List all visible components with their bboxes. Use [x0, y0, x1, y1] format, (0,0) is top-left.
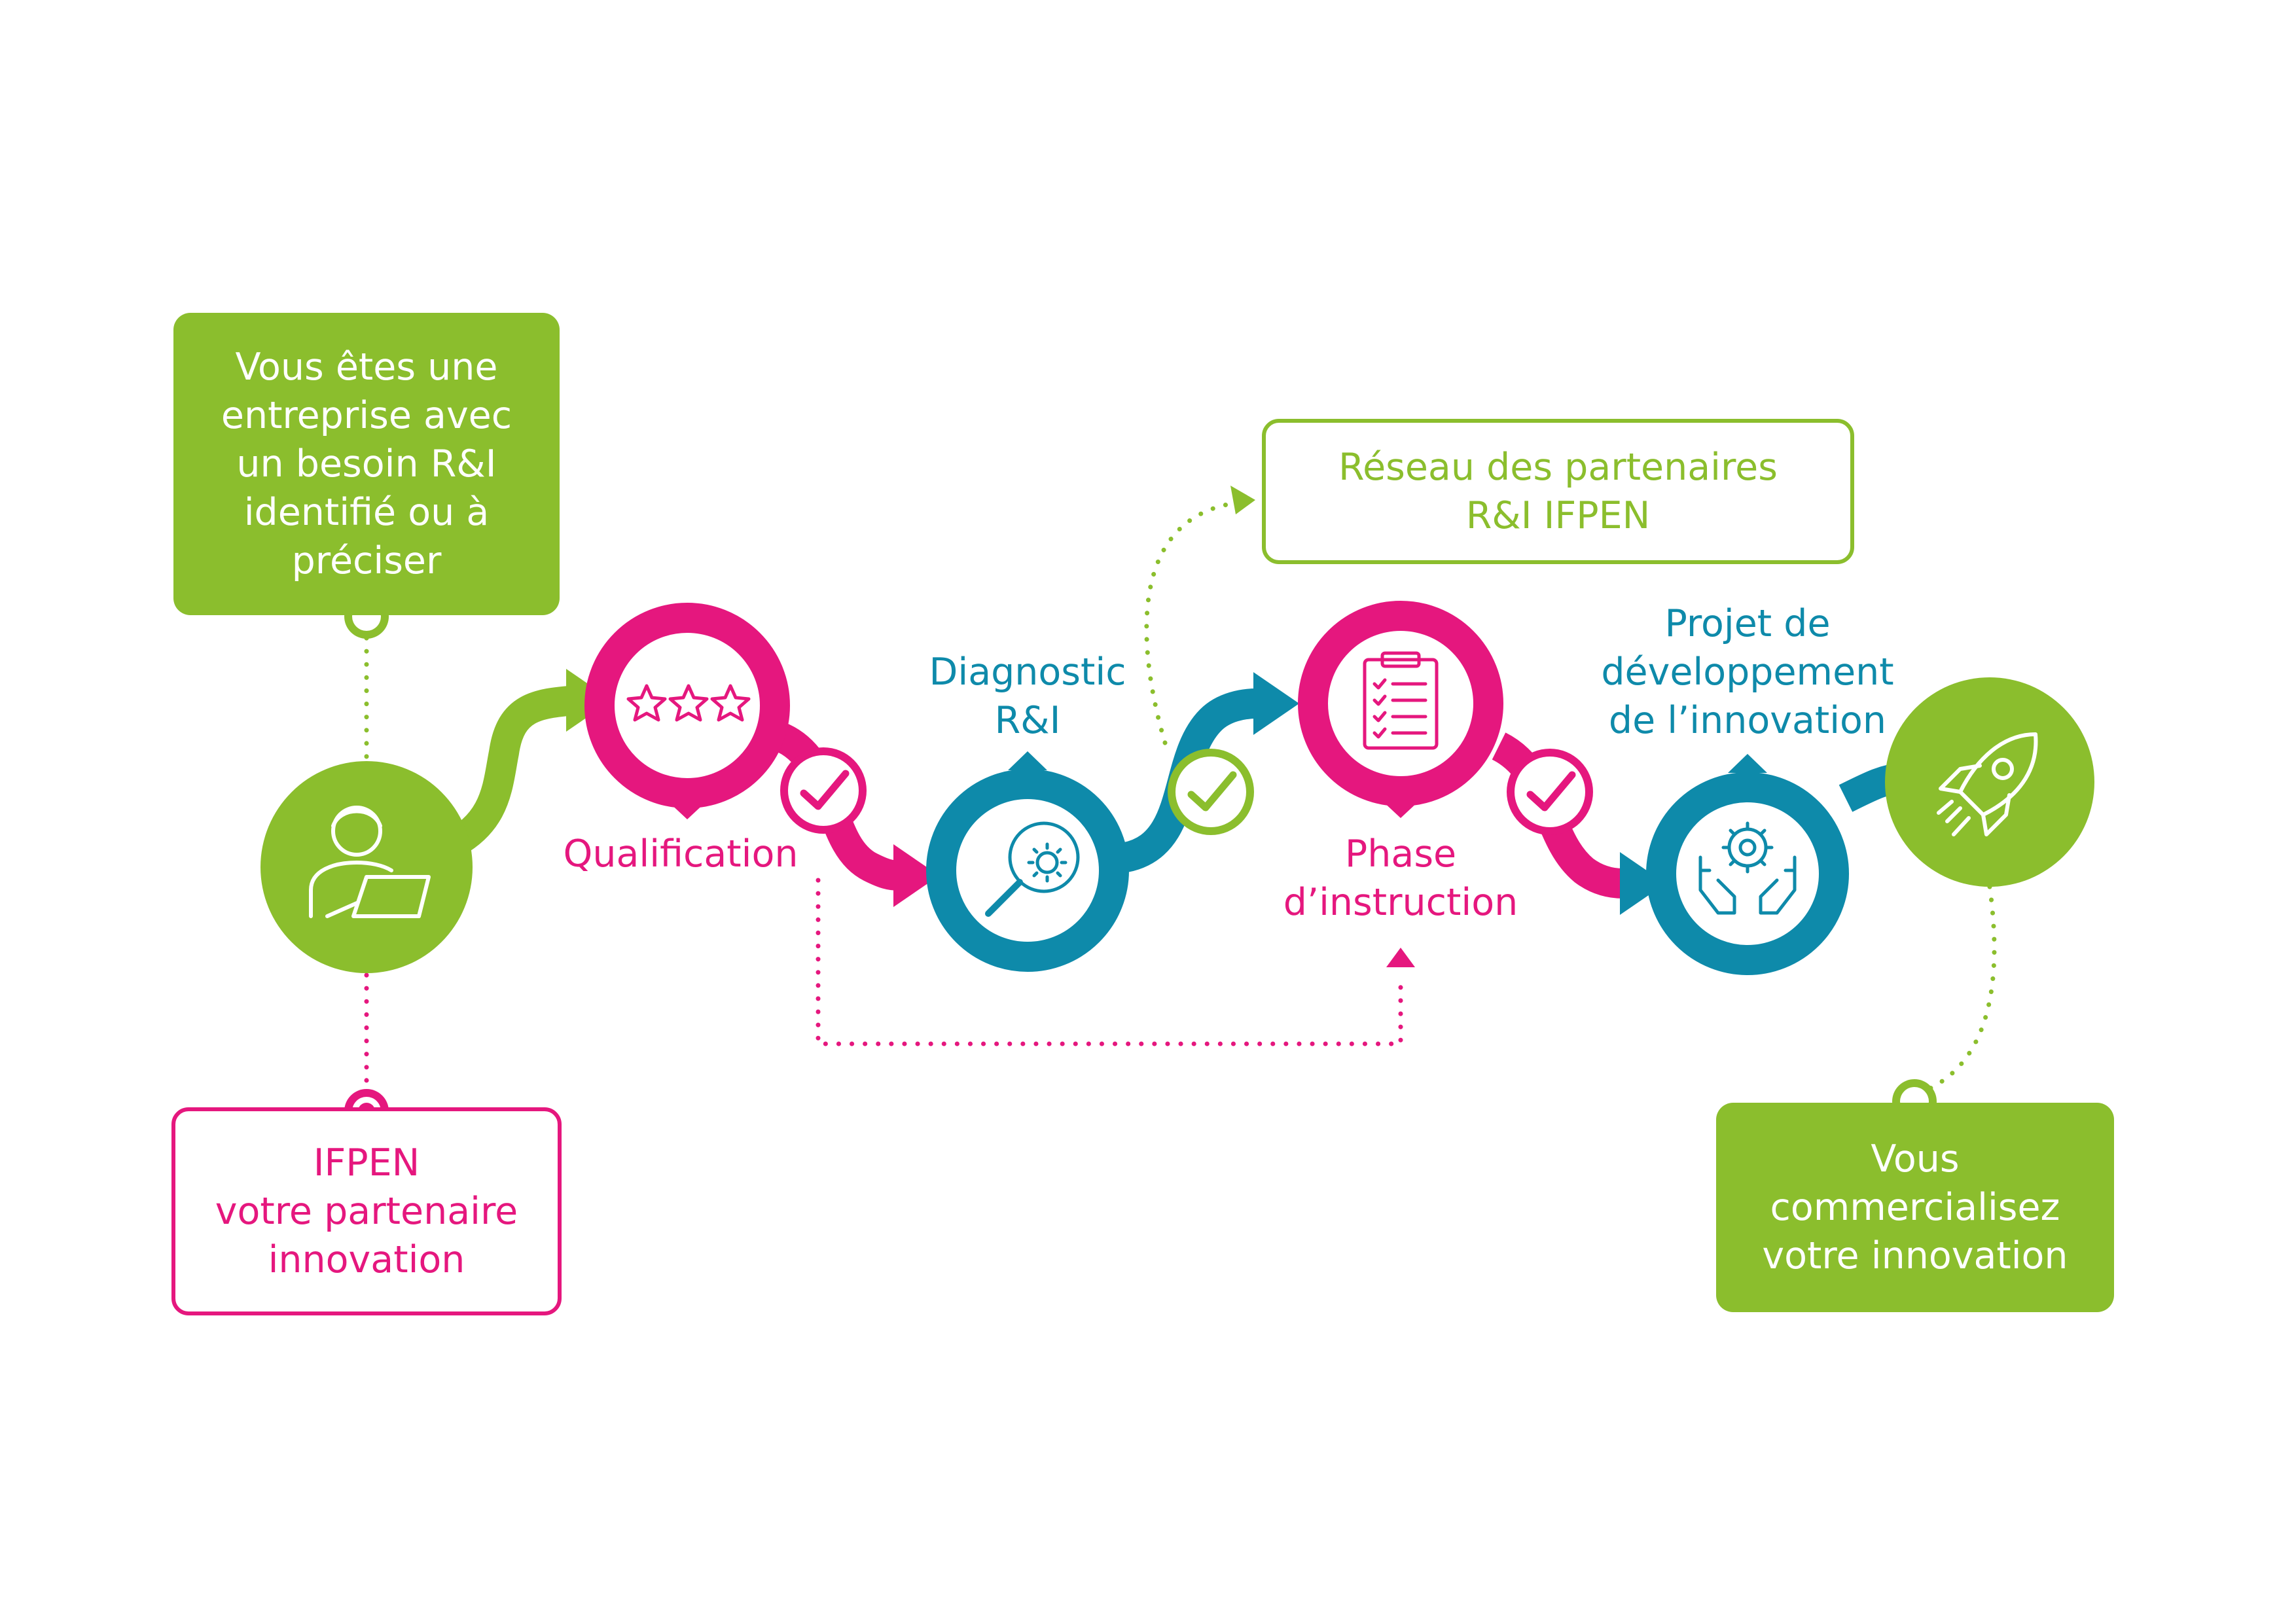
project-node	[1646, 754, 1849, 975]
magnifier-gear-icon	[985, 821, 1080, 917]
flow-arrow-user-to-qualification	[439, 685, 577, 862]
start-box: Vous êtes une entreprise avec un besoin …	[173, 313, 560, 615]
flow-arrowhead-diagnostic	[893, 844, 939, 907]
instruction-pointer	[1381, 800, 1420, 818]
three-stars-icon	[626, 684, 751, 722]
diagnostic-node	[926, 751, 1129, 972]
qualification-node	[584, 603, 790, 819]
network-box-line: Réseau des partenaires	[1338, 446, 1778, 489]
diagnostic-label-line: Diagnostic	[929, 651, 1126, 694]
ifpen-box-line: IFPEN	[313, 1141, 420, 1185]
diagnostic-label: Diagnostic R&I	[903, 648, 1152, 745]
rocket-icon	[1937, 732, 2038, 836]
user-node	[260, 761, 473, 973]
end-box-line: commercialisez	[1770, 1186, 2060, 1229]
project-label: Projet de développement de l’innovation	[1584, 599, 1911, 745]
end-box: Vous commercialisez votre innovation	[1716, 1103, 2114, 1312]
end-box-line: votre innovation	[1762, 1234, 2068, 1277]
dotted-connectors	[364, 501, 1997, 1092]
connector-diagnostic-to-network	[1144, 501, 1233, 745]
connector-rocket-to-end	[1925, 884, 1997, 1092]
instruction-label-line: Phase	[1344, 832, 1457, 876]
project-label-line: Projet de	[1664, 602, 1831, 645]
ifpen-box: IFPEN votre partenaire innovation	[171, 1107, 562, 1315]
flow-arrow-diagnostic-to-instruction	[1122, 688, 1257, 872]
start-box-line: identifié ou à	[243, 491, 490, 534]
project-pointer	[1728, 754, 1767, 773]
checkmark-icon	[1526, 771, 1576, 812]
qualification-label-line: Qualification	[563, 832, 798, 876]
rocket-node	[1885, 677, 2094, 887]
instruction-node	[1298, 601, 1503, 818]
flow-arrowhead-instruction	[1253, 672, 1299, 735]
project-label-line: développement	[1601, 651, 1894, 694]
check-badge-2	[1168, 749, 1254, 835]
diagnostic-label-line: R&I	[994, 699, 1061, 742]
instruction-label-line: d’instruction	[1283, 881, 1518, 924]
network-box-line: R&I IFPEN	[1465, 494, 1651, 537]
checkmark-icon	[800, 770, 850, 810]
start-box-line: entreprise avec	[221, 394, 512, 437]
end-box-line: Vous	[1871, 1137, 1960, 1181]
qualification-label: Qualification	[543, 830, 818, 878]
diagnostic-pointer	[1008, 751, 1047, 770]
network-box: Réseau des partenaires R&I IFPEN	[1262, 419, 1854, 564]
qualification-pointer	[668, 801, 707, 819]
instruction-label: Phase d’instruction	[1257, 830, 1545, 927]
start-box-line: préciser	[291, 539, 442, 582]
arrowhead-network	[1230, 486, 1255, 514]
start-box-line: un besoin R&I	[236, 442, 497, 486]
ifpen-box-line: innovation	[268, 1238, 465, 1281]
check-badge-1	[780, 747, 867, 834]
clipboard-checklist-icon	[1363, 651, 1439, 750]
project-label-line: de l’innovation	[1608, 699, 1887, 742]
arrowhead-instruction	[1386, 948, 1415, 967]
ifpen-box-line: votre partenaire	[215, 1190, 518, 1233]
checkmark-icon	[1187, 771, 1237, 812]
hands-gear-icon	[1698, 821, 1797, 915]
check-badge-3	[1507, 749, 1593, 835]
flow-arrowhead-project	[1620, 852, 1666, 915]
user-laptop-icon	[309, 806, 431, 918]
start-box-line: Vous êtes une	[235, 346, 498, 389]
